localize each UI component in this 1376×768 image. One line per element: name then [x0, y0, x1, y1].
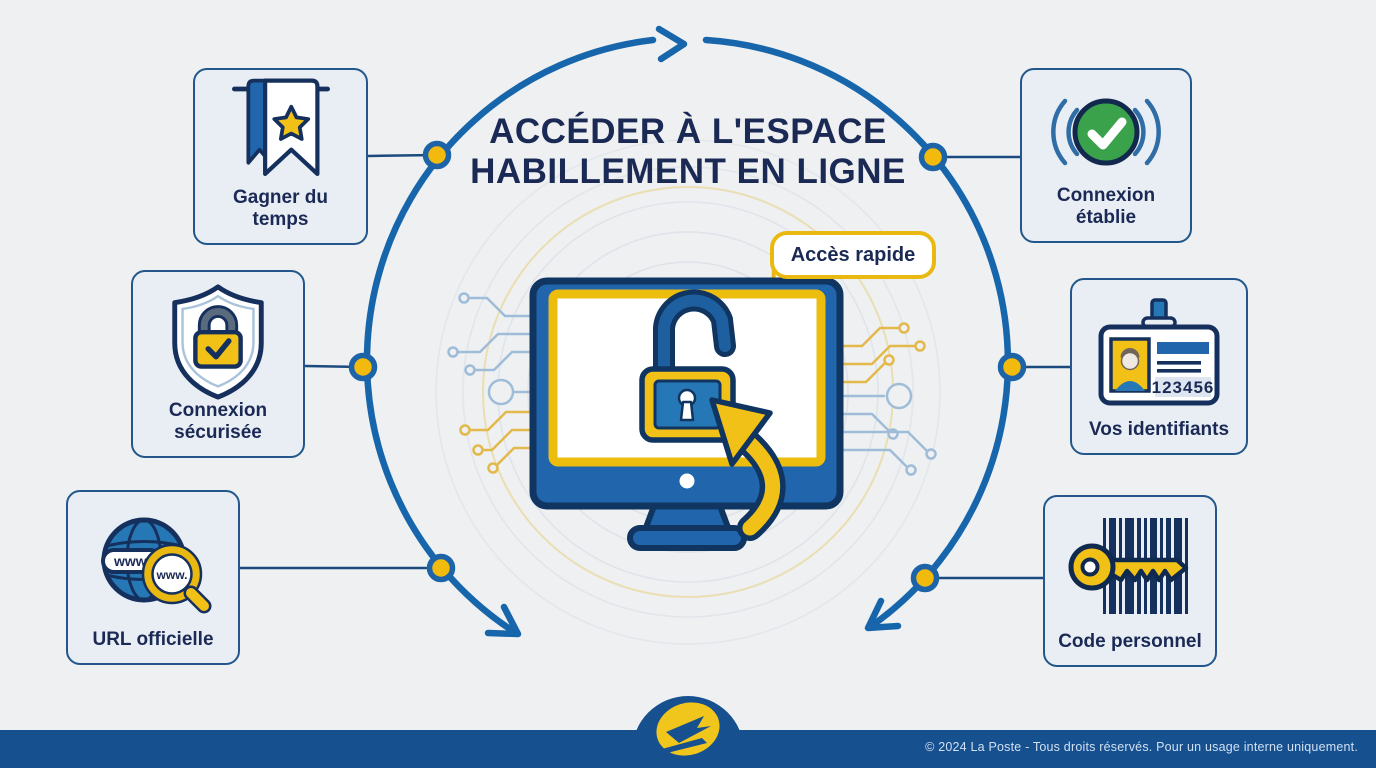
magnifier-text: www.: [156, 568, 188, 582]
monitor-camera-dot: [679, 473, 695, 489]
copyright-text: © 2024 La Poste - Tous droits réservés. …: [925, 740, 1358, 754]
open-padlock-icon: [639, 289, 736, 443]
card-label: Connexion établie: [1056, 185, 1156, 229]
footer-bar: © 2024 La Poste - Tous droits réservés. …: [0, 730, 1376, 768]
connection-dot: [422, 140, 452, 170]
cursor-arrow-icon: [709, 397, 786, 541]
connection-dot: [426, 553, 456, 583]
quick-access-bubble: Accès rapide: [770, 231, 936, 279]
arrowhead-bottom-left-icon: [484, 603, 522, 638]
key: [1068, 543, 1189, 591]
bubble-label: Accès rapide: [790, 243, 916, 266]
arrowhead-top-icon: [655, 25, 688, 63]
arrowhead-bottom-right-icon: [864, 597, 902, 632]
card-gagner-du-temps: Gagner du temps: [193, 68, 368, 245]
url-pill-text: www.: [113, 553, 150, 569]
id-number-text: 123456: [1152, 378, 1215, 397]
signal-check-icon: [1030, 80, 1182, 185]
bookmark-star-icon: [203, 75, 358, 187]
connection-dot: [918, 142, 948, 172]
flow-arc-left: [363, 36, 657, 637]
globe-search-icon: www. www.: [76, 502, 230, 629]
card-label: Gagner du temps: [232, 187, 328, 231]
shield-lock-icon: [141, 282, 295, 400]
key-barcode-icon: [1053, 507, 1207, 631]
connection-dots: [348, 140, 1027, 593]
card-label: Connexion sécurisée: [168, 400, 268, 444]
card-url-officielle: www. www. URL officielle: [66, 490, 240, 665]
card-connexion-securisee: Connexion sécurisée: [131, 270, 305, 458]
card-vos-identifiants: 123456 Vos identifiants: [1070, 278, 1248, 455]
page-title: ACCÉDER À L'ESPACE HABILLEMENT EN LIGNE: [470, 112, 906, 191]
circuit-traces: [447, 292, 937, 476]
connection-dot: [997, 352, 1027, 382]
id-card-icon: 123456: [1080, 290, 1238, 419]
flow-arc-right: [702, 36, 1012, 631]
card-connexion-etablie: Connexion établie: [1020, 68, 1192, 243]
flow-arc: [363, 25, 1012, 638]
card-label: Code personnel: [1058, 631, 1202, 653]
card-label: URL officielle: [92, 629, 214, 651]
card-label: Vos identifiants: [1088, 419, 1230, 441]
connection-dot: [348, 352, 378, 382]
connection-dot: [910, 563, 940, 593]
card-code-personnel: Code personnel: [1043, 495, 1217, 667]
monitor-illustration: [529, 277, 844, 551]
